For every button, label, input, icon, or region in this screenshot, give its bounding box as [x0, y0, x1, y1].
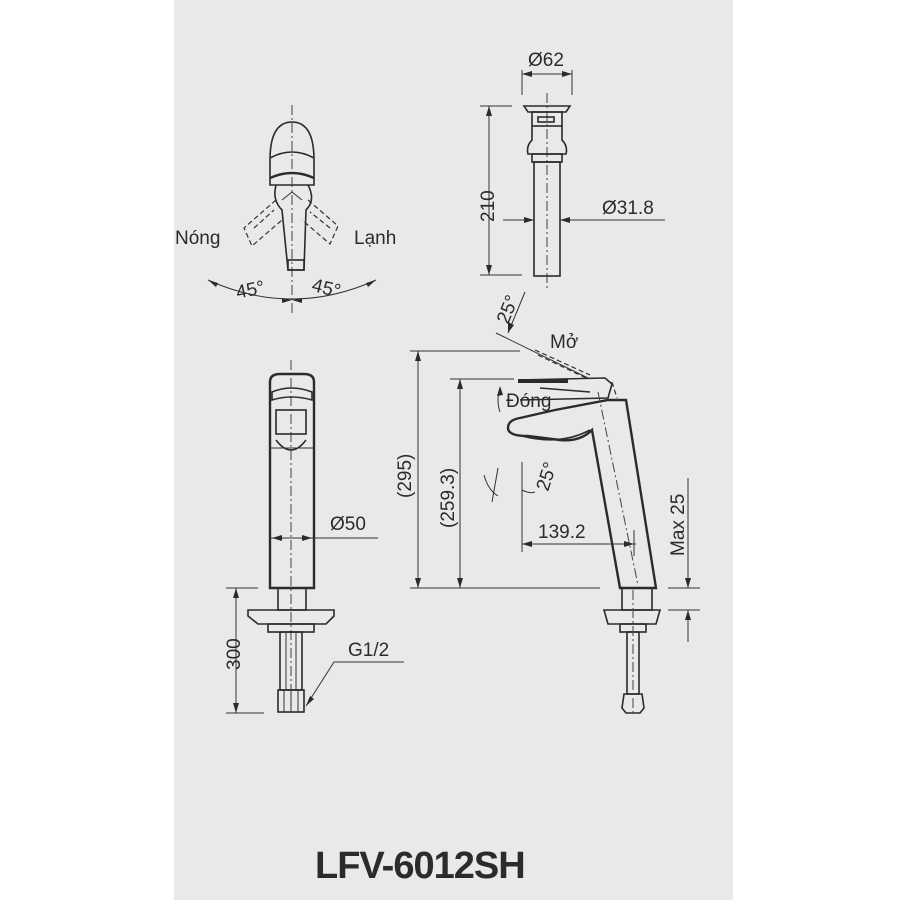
drain-view: Ø62 210 Ø31.8 — [478, 50, 665, 290]
closed-label: Đóng — [506, 391, 551, 412]
drain-top-diameter: Ø62 — [528, 50, 564, 71]
open-angle: 25° — [493, 292, 523, 327]
max-deck-thickness: Max 25 — [668, 494, 689, 556]
drain-height: 210 — [478, 190, 499, 222]
model-title: LFV-6012SH — [315, 845, 525, 887]
angle-right-label: 45° — [310, 275, 343, 302]
side-view: 25° Mở Đóng 25° 139.2 (295) — [395, 291, 700, 715]
total-height: (295) — [395, 454, 416, 498]
drain-pipe-diameter: Ø31.8 — [602, 198, 654, 219]
angle-left-label: 45° — [234, 277, 266, 304]
thread-size: G1/2 — [348, 640, 389, 661]
drawing-panel — [174, 0, 733, 900]
hot-label: Nóng — [175, 228, 220, 249]
front-view: Ø50 300 G1/2 — [224, 360, 404, 714]
reach-dimension: 139.2 — [538, 522, 586, 543]
cold-label: Lạnh — [354, 228, 396, 249]
outlet-height: (259.3) — [438, 468, 459, 528]
open-label: Mở — [550, 332, 578, 353]
top-view: Nóng Lạnh 45° 45° — [175, 105, 396, 315]
shank-length: 300 — [224, 638, 245, 670]
body-diameter: Ø50 — [330, 514, 366, 535]
spout-angle: 25° — [533, 460, 562, 494]
